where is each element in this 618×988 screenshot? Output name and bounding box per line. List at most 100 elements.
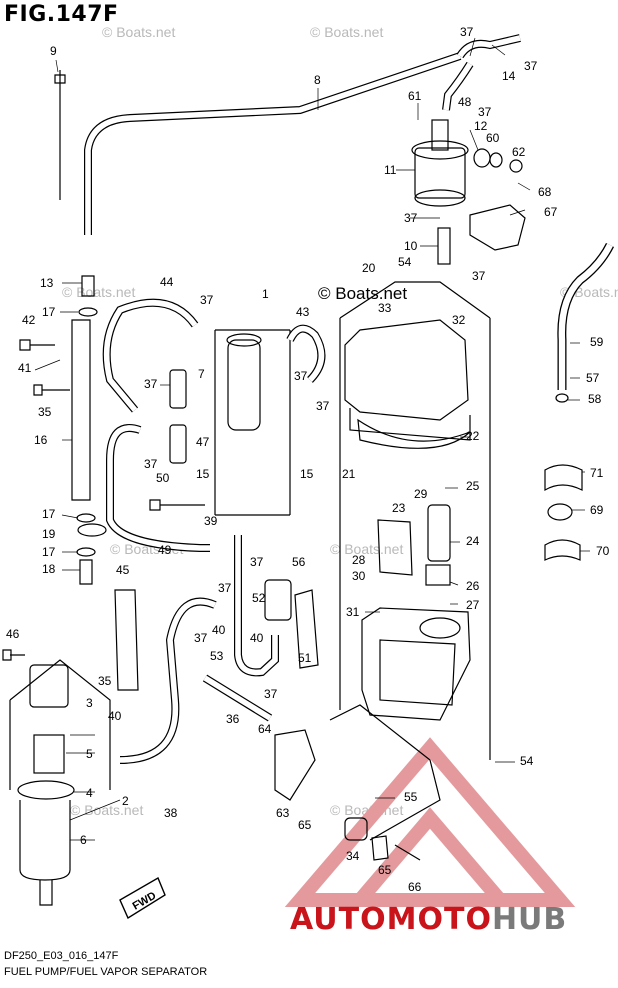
callout-44: 44 [160, 275, 174, 289]
callout-3: 3 [86, 696, 93, 710]
callout-17: 17 [42, 545, 56, 559]
logo-part-b: HUB [491, 902, 568, 937]
callout-26: 26 [466, 579, 480, 593]
part-lines [2, 34, 615, 920]
callout-7: 7 [198, 367, 205, 381]
callout-50: 50 [156, 471, 170, 485]
callout-23: 23 [392, 501, 406, 515]
callout-31: 31 [346, 605, 360, 619]
figure-name: FUEL PUMP/FUEL VAPOR SEPARATOR [4, 966, 208, 978]
callout-5: 5 [86, 747, 93, 761]
watermark: © Boats.net [62, 284, 136, 300]
callout-68: 68 [538, 185, 552, 199]
callout-8: 8 [314, 73, 321, 87]
watermark: © Boats.net [70, 802, 144, 818]
callout-41: 41 [18, 361, 32, 375]
callout-35: 35 [38, 405, 52, 419]
callout-6: 6 [80, 833, 87, 847]
callout-59: 59 [590, 335, 604, 349]
part-callouts: 9837481437613712606211686737105437203332… [6, 25, 610, 894]
callout-47: 47 [196, 435, 210, 449]
callout-67: 67 [544, 205, 558, 219]
callout-37: 37 [478, 105, 492, 119]
callout-25: 25 [466, 479, 480, 493]
callout-22: 22 [466, 429, 480, 443]
callout-69: 69 [590, 503, 604, 517]
callout-4: 4 [86, 786, 93, 800]
callout-37: 37 [294, 369, 308, 383]
callout-51: 51 [298, 651, 312, 665]
callout-17: 17 [42, 305, 56, 319]
callout-45: 45 [116, 563, 130, 577]
watermark: © Boats.net [330, 541, 404, 557]
callout-38: 38 [164, 806, 178, 820]
callout-37: 37 [264, 687, 278, 701]
callout-12: 12 [474, 119, 488, 133]
callout-49: 49 [158, 543, 172, 557]
callout-43: 43 [296, 305, 310, 319]
watermark: © Boats.net [102, 24, 176, 40]
callout-53: 53 [210, 649, 224, 663]
callout-64: 64 [258, 722, 272, 736]
callout-21: 21 [342, 467, 356, 481]
callout-70: 70 [596, 544, 610, 558]
callout-24: 24 [466, 534, 480, 548]
callout-63: 63 [276, 806, 290, 820]
callout-71: 71 [590, 466, 604, 480]
callout-19: 19 [42, 527, 56, 541]
callout-15: 15 [196, 467, 210, 481]
callout-37: 37 [472, 269, 486, 283]
callout-9: 9 [50, 44, 57, 58]
callout-30: 30 [352, 569, 366, 583]
callout-37: 37 [218, 581, 232, 595]
callout-33: 33 [378, 301, 392, 315]
callout-13: 13 [40, 276, 54, 290]
callout-54: 54 [398, 255, 412, 269]
watermark: © Boats.net [310, 24, 384, 40]
callout-28: 28 [352, 553, 366, 567]
callout-14: 14 [502, 69, 516, 83]
callout-57: 57 [586, 371, 600, 385]
callout-40: 40 [212, 623, 226, 637]
callout-40: 40 [250, 631, 264, 645]
callout-37: 37 [144, 377, 158, 391]
callout-18: 18 [42, 562, 56, 576]
callout-27: 27 [466, 598, 480, 612]
callout-37: 37 [250, 555, 264, 569]
callout-16: 16 [34, 433, 48, 447]
fwd-arrow-label: FWD [131, 890, 159, 913]
logo-triangles [284, 737, 576, 907]
callout-37: 37 [316, 399, 330, 413]
callout-52: 52 [252, 591, 266, 605]
callout-60: 60 [486, 131, 500, 145]
callout-55: 55 [404, 790, 418, 804]
callout-34: 34 [346, 849, 360, 863]
callout-62: 62 [512, 145, 526, 159]
callout-39: 39 [204, 514, 218, 528]
callout-37: 37 [524, 59, 538, 73]
callout-37: 37 [404, 211, 418, 225]
figure-title: FIG.147F [4, 2, 119, 27]
logo-wordmark: AUTOMOTOHUB [290, 902, 567, 937]
callout-17: 17 [42, 507, 56, 521]
callout-42: 42 [22, 313, 36, 327]
logo-part-a: AUTOMOTO [290, 902, 492, 937]
callout-29: 29 [414, 487, 428, 501]
callout-37: 37 [460, 25, 474, 39]
callout-35: 35 [98, 674, 112, 688]
leader-lines [34, 37, 590, 841]
callout-37: 37 [144, 457, 158, 471]
callout-56: 56 [292, 555, 306, 569]
callout-61: 61 [408, 89, 422, 103]
callout-10: 10 [404, 239, 418, 253]
figure-code: DF250_E03_016_147F [4, 950, 119, 962]
callout-65: 65 [298, 818, 312, 832]
callout-40: 40 [108, 709, 122, 723]
callout-48: 48 [458, 95, 472, 109]
callout-32: 32 [452, 313, 466, 327]
callout-58: 58 [588, 392, 602, 406]
callout-54: 54 [520, 754, 534, 768]
callout-37: 37 [194, 631, 208, 645]
callout-2: 2 [122, 794, 129, 808]
callout-36: 36 [226, 712, 240, 726]
